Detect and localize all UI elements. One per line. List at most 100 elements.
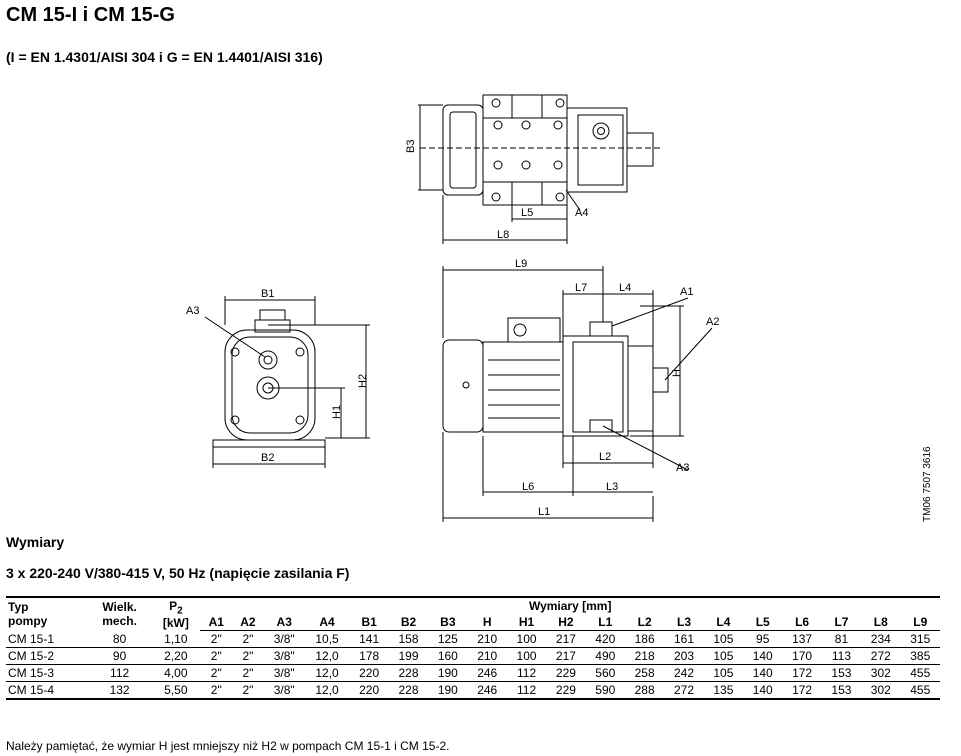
table-cell: 2" [200,630,233,648]
label-l3: L3 [606,481,618,493]
label-l6: L6 [522,481,534,493]
column-header: L5 [743,614,783,631]
column-header: A4 [304,614,350,631]
power-header: P2[kW] [151,596,201,631]
table-cell: 217 [546,630,586,648]
mech-header: Wielk.mech. [87,596,152,631]
table-cell: 3/8" [263,664,305,682]
table-cell: 4,00 [151,664,201,682]
table-cell: 125 [428,630,468,648]
column-header: L9 [900,614,940,631]
table-cell: 3/8" [263,630,305,648]
column-header: L4 [703,614,744,631]
column-header: B2 [388,614,429,631]
table-cell: 220 [349,681,389,700]
table-cell: 10,5 [304,630,350,648]
table-cell: 242 [664,664,704,682]
table-cell: 105 [703,647,744,665]
table-cell: 302 [861,664,901,682]
drawing-code: TM06 7507 3616 [922,446,933,522]
table-cell: 2" [232,664,264,682]
column-header: L8 [861,614,901,631]
table-cell: 153 [821,664,862,682]
table-cell: 141 [349,630,389,648]
column-header: A2 [232,614,264,631]
table-cell: 172 [782,664,822,682]
table-cell: 3/8" [263,681,305,700]
column-header: L6 [782,614,822,631]
label-a2: A2 [706,316,719,328]
label-l8: L8 [497,229,509,241]
table-cell: 132 [87,681,152,700]
table-cell: 112 [506,681,547,700]
table-cell: 178 [349,647,389,665]
label-l5: L5 [521,207,533,219]
table-cell: 258 [624,664,665,682]
label-a1: A1 [680,286,693,298]
table-cell: 12,0 [304,664,350,682]
table-cell: 199 [388,647,429,665]
label-a4: A4 [575,207,588,219]
column-header: A3 [263,614,305,631]
section-title: Wymiary [6,534,65,550]
table-cell: 210 [467,647,507,665]
column-header: L1 [585,614,625,631]
label-h: H [671,369,683,377]
table-cell: 2" [232,681,264,700]
table-cell: 272 [664,681,704,700]
dimension-labels: B3 L5 A4 L8 B1 A3 H2 H1 B2 L9 L7 L4 A1 A… [186,140,719,518]
table-cell: 315 [900,630,940,648]
table-cell: 229 [546,681,586,700]
table-cell: 203 [664,647,704,665]
table-cell: 140 [743,647,783,665]
table-cell: 210 [467,630,507,648]
table-cell: 455 [900,664,940,682]
label-b3: B3 [405,140,417,153]
table-cell: 228 [388,664,429,682]
table-cell: 385 [900,647,940,665]
table-cell: 137 [782,630,822,648]
table-cell: 105 [703,630,744,648]
table-cell: 590 [585,681,625,700]
table-cell: 12,0 [304,681,350,700]
top-view-drawing [418,94,660,244]
column-header: B3 [428,614,468,631]
table-cell: 2" [200,681,233,700]
table-cell: 170 [782,647,822,665]
table-cell: 190 [428,681,468,700]
table-cell: 100 [506,630,547,648]
table-cell: 2" [200,647,233,665]
table-cell: 140 [743,681,783,700]
label-l1: L1 [538,506,550,518]
table-cell: 2" [200,664,233,682]
column-header: H [467,614,507,631]
end-view-drawing [204,296,370,468]
table-cell: 490 [585,647,625,665]
table-cell: 302 [861,681,901,700]
table-cell: 560 [585,664,625,682]
table-cell: CM 15-1 [6,630,88,648]
label-l9: L9 [515,258,527,270]
table-cell: 172 [782,681,822,700]
voltage-line: 3 x 220-240 V/380-415 V, 50 Hz (napięcie… [6,565,350,581]
label-l4: L4 [619,282,631,294]
side-view-drawing [442,266,713,522]
table-cell: 420 [585,630,625,648]
table-cell: 3/8" [263,647,305,665]
table-cell: 95 [743,630,783,648]
table-cell: 135 [703,681,744,700]
table-cell: 2" [232,647,264,665]
label-h1: H1 [331,405,343,419]
table-cell: 1,10 [151,630,201,648]
table-cell: CM 15-4 [6,681,88,700]
table-cell: 160 [428,647,468,665]
table-cell: 158 [388,630,429,648]
page-subtitle: (I = EN 1.4301/AISI 304 i G = EN 1.4401/… [6,49,323,65]
table-cell: 153 [821,681,862,700]
table-cell: CM 15-3 [6,664,88,682]
label-a3-side: A3 [676,462,689,474]
